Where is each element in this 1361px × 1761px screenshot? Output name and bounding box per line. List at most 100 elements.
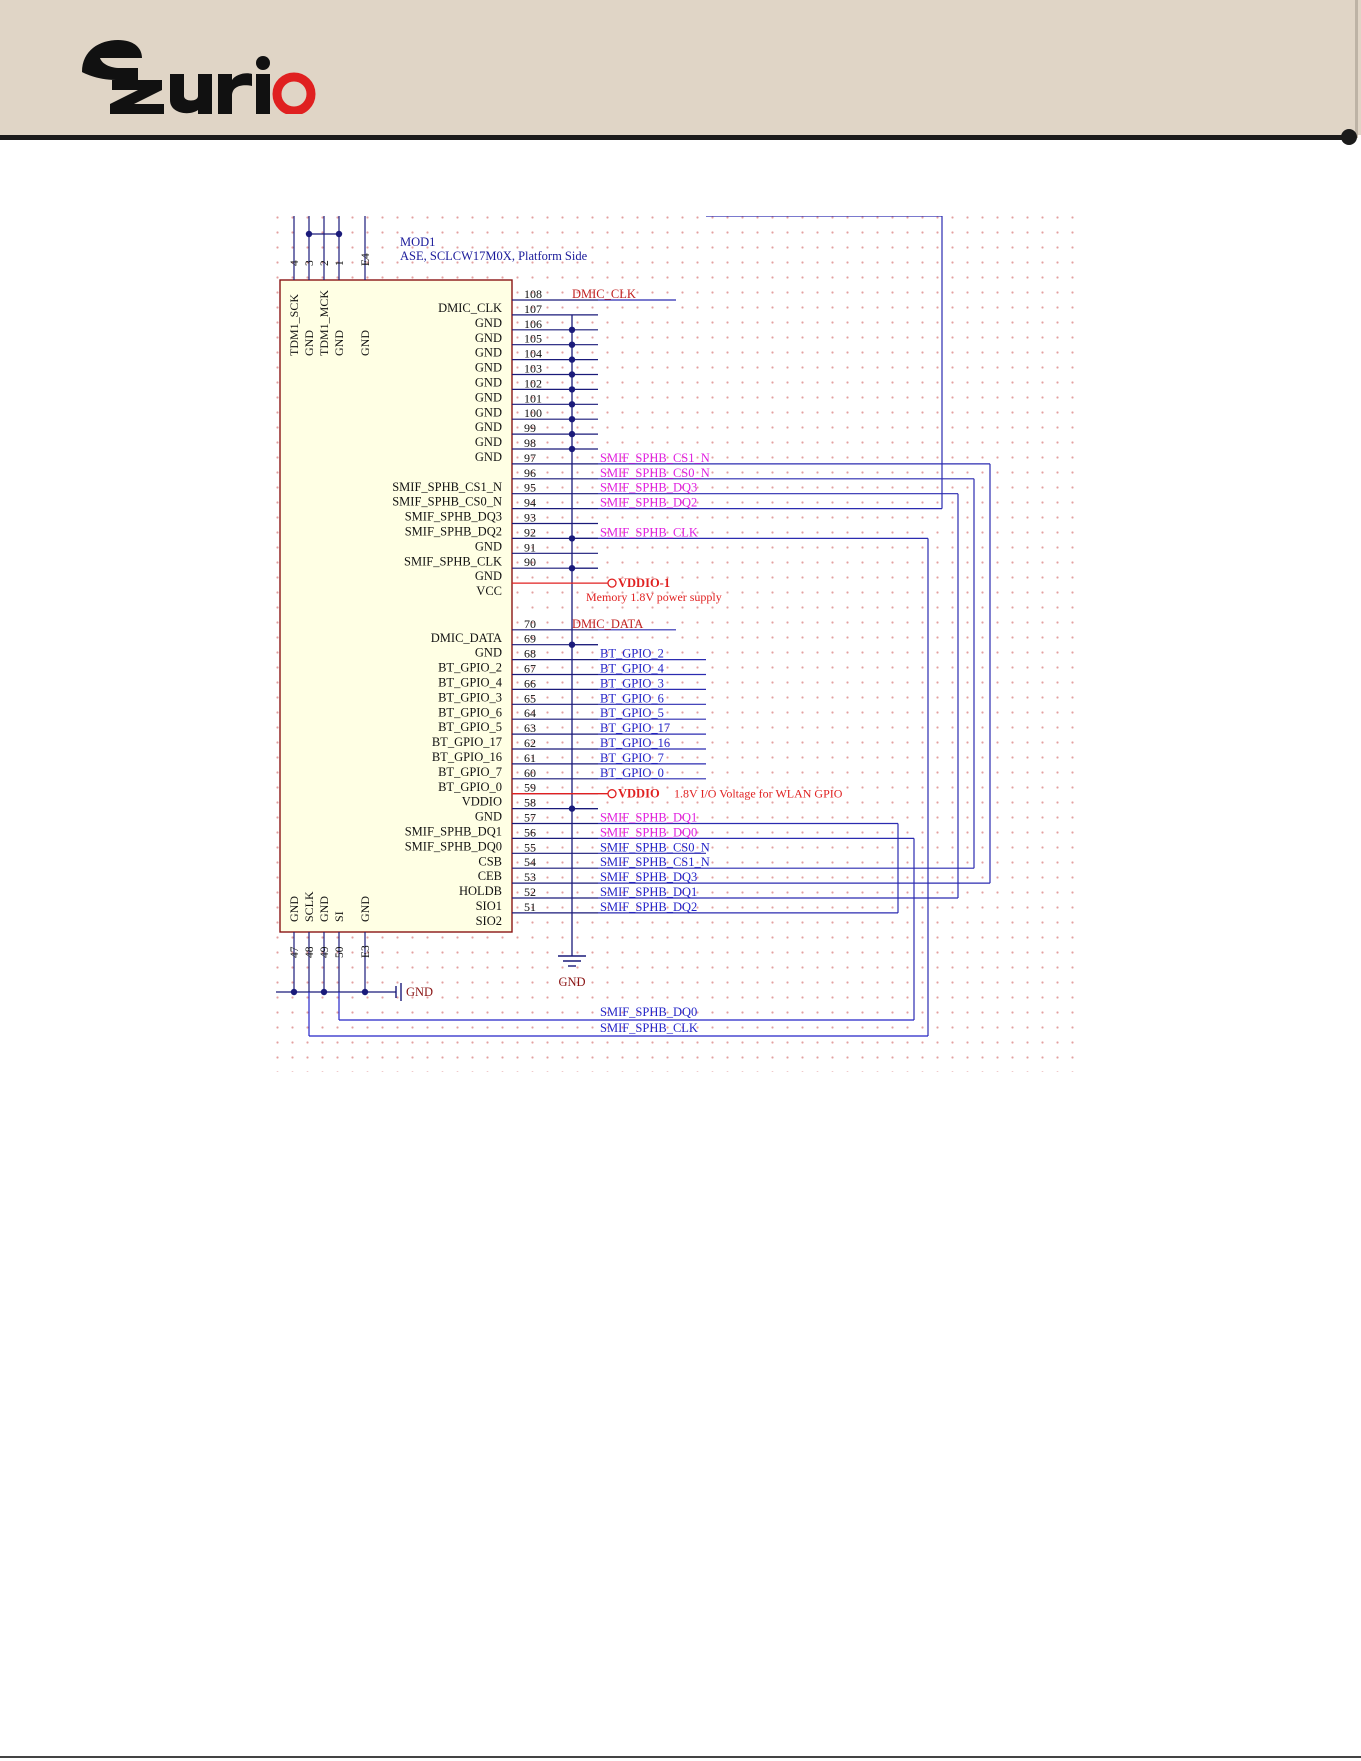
logo-e-shape xyxy=(82,40,142,80)
net-label: BT_GPIO_5 xyxy=(600,706,664,720)
gnd-junction xyxy=(568,641,576,648)
gnd2-label: GND xyxy=(406,985,433,999)
pin-name: BT_GPIO_0 xyxy=(438,780,502,794)
gnd-junction xyxy=(568,386,576,393)
pin-name: DMIC_CLK xyxy=(438,301,502,315)
gnd-junction xyxy=(568,565,576,572)
bottom-pin-number: 48 xyxy=(304,946,316,958)
pin-number: 56 xyxy=(524,825,536,839)
pin-number: 106 xyxy=(524,317,542,331)
pin-name: BT_GPIO_17 xyxy=(432,735,502,749)
pin-name: BT_GPIO_16 xyxy=(432,750,502,764)
pin-name: BT_GPIO_6 xyxy=(438,705,502,719)
gnd-junction xyxy=(568,430,576,438)
net-label: SMIF_SPHB_CS1_N xyxy=(600,451,710,465)
pin-number: 68 xyxy=(524,647,536,661)
net-label: SMIF_SPHB_CS1_N xyxy=(600,855,710,869)
pin-number: 60 xyxy=(524,766,536,780)
vddio-port xyxy=(607,789,617,799)
pin-name: GND xyxy=(475,569,502,583)
net-label: SMIF_SPHB_DQ0 xyxy=(600,825,697,839)
pin-number: 108 xyxy=(524,287,542,301)
pin-name: SMIF_SPHB_CLK xyxy=(404,554,502,568)
pin-name: SMIF_SPHB_DQ1 xyxy=(405,825,502,839)
component-designator: MOD1 xyxy=(400,235,435,249)
net-label: BT_GPIO_7 xyxy=(600,751,664,765)
pin-number: 63 xyxy=(524,721,536,735)
gnd-junction xyxy=(568,416,576,423)
pin-number: 66 xyxy=(524,676,536,690)
pin-name: GND xyxy=(475,420,502,434)
gnd-junction xyxy=(568,371,576,378)
gnd-junction xyxy=(568,401,576,408)
pin-number: 95 xyxy=(524,481,536,495)
pin-name: HOLDB xyxy=(459,884,502,898)
pin-number: 96 xyxy=(524,466,536,480)
pin-number: 52 xyxy=(524,885,536,899)
bottom-pin-number: E3 xyxy=(360,945,372,958)
pin-number: 94 xyxy=(524,496,536,510)
pin-number: 99 xyxy=(524,421,536,435)
pin-number: 105 xyxy=(524,332,542,346)
pin-number: 57 xyxy=(524,811,536,825)
pin-number: 97 xyxy=(524,451,536,465)
net-label: SMIF_SPHB_DQ2 xyxy=(600,900,697,914)
pin-name: DMIC_DATA xyxy=(431,631,502,645)
pin-name: GND xyxy=(475,331,502,345)
logo-i-dot xyxy=(256,56,270,70)
pin-number: 51 xyxy=(524,900,536,914)
pin-name: BT_GPIO_5 xyxy=(438,720,502,734)
pin-number: 93 xyxy=(524,511,536,525)
pin-name: BT_GPIO_4 xyxy=(438,676,503,690)
net-label: DMIC_DATA xyxy=(572,617,643,631)
pin-number: 70 xyxy=(524,617,536,631)
ezurio-logo-mark: ezurio xyxy=(82,40,316,116)
junction-dot xyxy=(290,988,298,996)
bottom-net-dq0: SMIF_SPHB_DQ0 xyxy=(600,1005,697,1019)
pin-name: SMIF_SPHB_DQ0 xyxy=(405,839,502,853)
top-pin-number: 2 xyxy=(319,260,331,266)
pin-name: GND xyxy=(475,376,502,390)
net-label: BT_GPIO_6 xyxy=(600,691,664,705)
pin-name: GND xyxy=(475,646,502,660)
pin-name: GND xyxy=(475,346,502,360)
pin-number: 53 xyxy=(524,870,536,884)
net-label: SMIF_SPHB_DQ3 xyxy=(600,481,697,495)
net-label: BT_GPIO_4 xyxy=(600,662,665,676)
gnd-junction xyxy=(568,356,576,363)
vddio1-note: Memory 1.8V power supply xyxy=(586,590,722,604)
pin-number: 64 xyxy=(524,706,536,720)
pin-name: GND xyxy=(475,450,502,464)
header-rule-endpoint xyxy=(1341,129,1357,145)
pin-name: GND xyxy=(475,435,502,449)
net-label: SMIF_SPHB_DQ1 xyxy=(600,811,697,825)
top-pin-number: 3 xyxy=(304,260,316,266)
bottom-pin-number: 49 xyxy=(319,946,331,958)
top-pin-number: 4 xyxy=(289,260,301,266)
net-label: SMIF_SPHB_CLK xyxy=(600,525,698,539)
component-body xyxy=(279,279,513,933)
logo-z-shape xyxy=(110,80,164,114)
bottom-pin-number: 47 xyxy=(289,946,301,958)
pin-name: GND xyxy=(475,390,502,404)
pin-number: 59 xyxy=(524,781,536,795)
bottom-pin-number: 50 xyxy=(334,946,346,958)
net-label: BT_GPIO_17 xyxy=(600,721,670,735)
gnd-junction xyxy=(568,341,576,348)
pin-name: SMIF_SPHB_CS1_N xyxy=(392,480,502,494)
junction-dot xyxy=(361,988,369,996)
bottom-pin-name: SCLK xyxy=(302,891,316,922)
wire-layer xyxy=(276,215,991,1037)
bottom-pin-name: GND xyxy=(317,896,331,922)
pin-name: GND xyxy=(475,405,502,419)
pin-name: SIO1 xyxy=(476,899,502,913)
net-label: BT_GPIO_3 xyxy=(600,676,664,690)
pin-name: BT_GPIO_2 xyxy=(438,661,502,675)
junction-dot xyxy=(320,988,328,996)
pin-number: 67 xyxy=(524,662,536,676)
pin-number: 104 xyxy=(524,347,542,361)
pin-name: BT_GPIO_7 xyxy=(438,765,502,779)
net-label: SMIF_SPHB_CS0_N xyxy=(600,840,710,854)
pin-name: GND xyxy=(475,361,502,375)
pin-number: 62 xyxy=(524,736,536,750)
